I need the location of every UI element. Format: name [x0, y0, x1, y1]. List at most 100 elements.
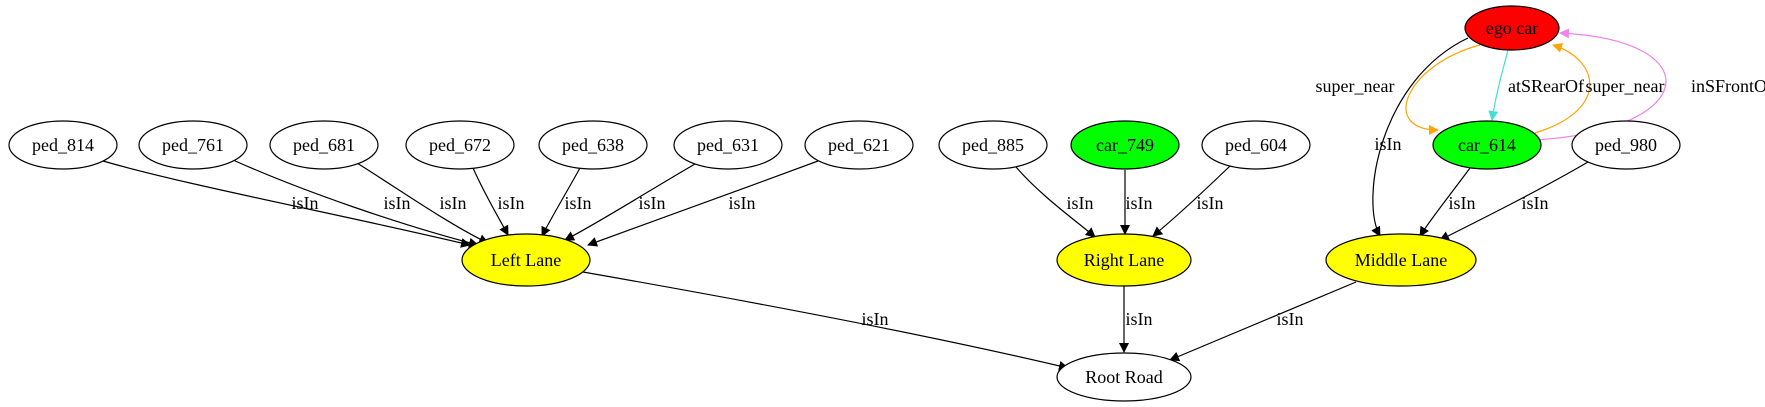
node-ellipse	[804, 120, 914, 170]
node-ellipse	[138, 120, 248, 170]
node-ellipse	[1201, 120, 1311, 170]
edge-ped_814-to-left_lane-isIn: isIn	[102, 160, 471, 248]
node-label: ped_638	[562, 135, 624, 155]
node-ped-885: ped_885	[938, 120, 1048, 170]
edge-ped_980-to-middle_lane-isIn: isIn	[1439, 161, 1589, 241]
edge-line	[1419, 167, 1471, 237]
edge-label: isIn	[1067, 193, 1094, 213]
node-ellipse	[405, 120, 515, 170]
edge-label: isIn	[440, 193, 467, 213]
edge-line	[1015, 166, 1096, 238]
node-car-614: car_614	[1432, 120, 1542, 170]
node-ped-681: ped_681	[269, 120, 379, 170]
node-ped-621: ped_621	[804, 120, 914, 170]
node-label: Middle Lane	[1355, 250, 1447, 270]
node-ped-604: ped_604	[1201, 120, 1311, 170]
node-middle-lane: Middle Lane	[1325, 233, 1477, 287]
edge-label: super_near	[1586, 76, 1665, 96]
node-ped-761: ped_761	[138, 120, 248, 170]
edge-label: isIn	[498, 193, 525, 213]
node-ped-631: ped_631	[673, 120, 783, 170]
node-ellipse	[1571, 120, 1681, 170]
edge-ped_885-to-right_lane-isIn: isIn	[1015, 166, 1096, 238]
edge-label: isIn	[292, 193, 319, 213]
edge-car_614-to-middle_lane-isIn: isIn	[1419, 167, 1476, 237]
edge-line	[1371, 37, 1469, 237]
node-label: ego car	[1486, 18, 1538, 38]
node-ellipse	[1432, 120, 1542, 170]
edge-line	[1534, 42, 1591, 134]
node-label: car_749	[1096, 135, 1154, 155]
edge-ped_761-to-left_lane-isIn: isIn	[232, 159, 479, 248]
edge-line	[1152, 165, 1231, 237]
node-ellipse	[1070, 120, 1180, 170]
edge-label: atSRearOf	[1508, 76, 1584, 96]
node-ellipse	[1056, 233, 1192, 287]
edge-ped_638-to-left_lane-isIn: isIn	[541, 167, 592, 237]
node-ped-980: ped_980	[1571, 120, 1681, 170]
edge-line	[541, 167, 581, 237]
edge-label: isIn	[1197, 193, 1224, 213]
edge-line	[232, 159, 479, 248]
edge-line	[1169, 281, 1357, 362]
node-ellipse	[461, 233, 591, 287]
edge-left_lane-to-root_road-isIn: isIn	[582, 271, 1069, 371]
edge-ped_621-to-left_lane-isIn: isIn	[587, 160, 819, 247]
edge-label: isIn	[565, 193, 592, 213]
node-right-lane: Right Lane	[1056, 233, 1192, 287]
edge-ped_604-to-right_lane-isIn: isIn	[1152, 165, 1231, 237]
node-car-749: car_749	[1070, 120, 1180, 170]
nodes-layer: ego car ped_814 ped_761 ped_681 ped_672 ped_6…	[8, 5, 1681, 402]
node-root-road: Root Road	[1056, 352, 1192, 402]
edge-line	[1439, 161, 1589, 241]
node-label: Left Lane	[491, 250, 561, 270]
edge-right_lane-to-root_road-isIn: isIn	[1119, 286, 1153, 353]
node-ellipse	[673, 120, 783, 170]
node-ped-638: ped_638	[538, 120, 648, 170]
node-label: ped_621	[828, 135, 890, 155]
edge-label: isIn	[1375, 134, 1402, 154]
edge-line	[472, 167, 509, 236]
node-label: ped_681	[293, 135, 355, 155]
node-ellipse	[269, 120, 379, 170]
edge-label: isIn	[729, 193, 756, 213]
edge-ped_672-to-left_lane-isIn: isIn	[472, 167, 525, 236]
edges-layer: isIn isIn isIn isIn isIn isIn isIn isIn isIn isIn…	[102, 28, 1765, 371]
node-label: ped_885	[962, 135, 1024, 155]
edge-line	[587, 160, 819, 247]
node-label: ped_604	[1225, 135, 1287, 155]
node-ped-672: ped_672	[405, 120, 515, 170]
edge-line	[582, 271, 1069, 371]
node-label: ped_980	[1595, 135, 1657, 155]
edge-line	[102, 160, 471, 248]
node-label: ped_814	[32, 135, 94, 155]
edge-label: isIn	[1522, 193, 1549, 213]
edge-label: isIn	[1126, 193, 1153, 213]
node-ego-car: ego car	[1464, 5, 1560, 51]
edge-car_614-to-ego_car-super_near: super_near	[1534, 42, 1665, 134]
edge-line	[1488, 49, 1509, 121]
node-ellipse	[1325, 233, 1477, 287]
node-label: ped_761	[162, 135, 224, 155]
node-left-lane: Left Lane	[461, 233, 591, 287]
edge-ego_car-to-car_614-atSRearOf: atSRearOf	[1488, 49, 1584, 121]
edge-label: isIn	[1449, 193, 1476, 213]
node-ped-814: ped_814	[8, 120, 118, 170]
node-ellipse	[8, 120, 118, 170]
node-ellipse	[938, 120, 1048, 170]
edge-label: super_near	[1316, 76, 1395, 96]
node-ellipse	[1056, 352, 1192, 402]
edge-ped_631-to-left_lane-isIn: isIn	[564, 163, 696, 241]
edge-ego_car-to-middle_lane-isIn: isIn	[1371, 37, 1469, 237]
edge-line	[356, 162, 489, 244]
edge-label: isIn	[384, 193, 411, 213]
edge-middle_lane-to-root_road-isIn: isIn	[1169, 281, 1357, 362]
node-ellipse	[1464, 5, 1560, 51]
edge-label: isIn	[1126, 309, 1153, 329]
node-ellipse	[538, 120, 648, 170]
edge-ego_car-to-car_614-super_near: super_near	[1316, 44, 1481, 135]
edge-label: isIn	[1277, 309, 1304, 329]
edge-line	[564, 163, 696, 241]
node-label: Right Lane	[1084, 250, 1164, 270]
